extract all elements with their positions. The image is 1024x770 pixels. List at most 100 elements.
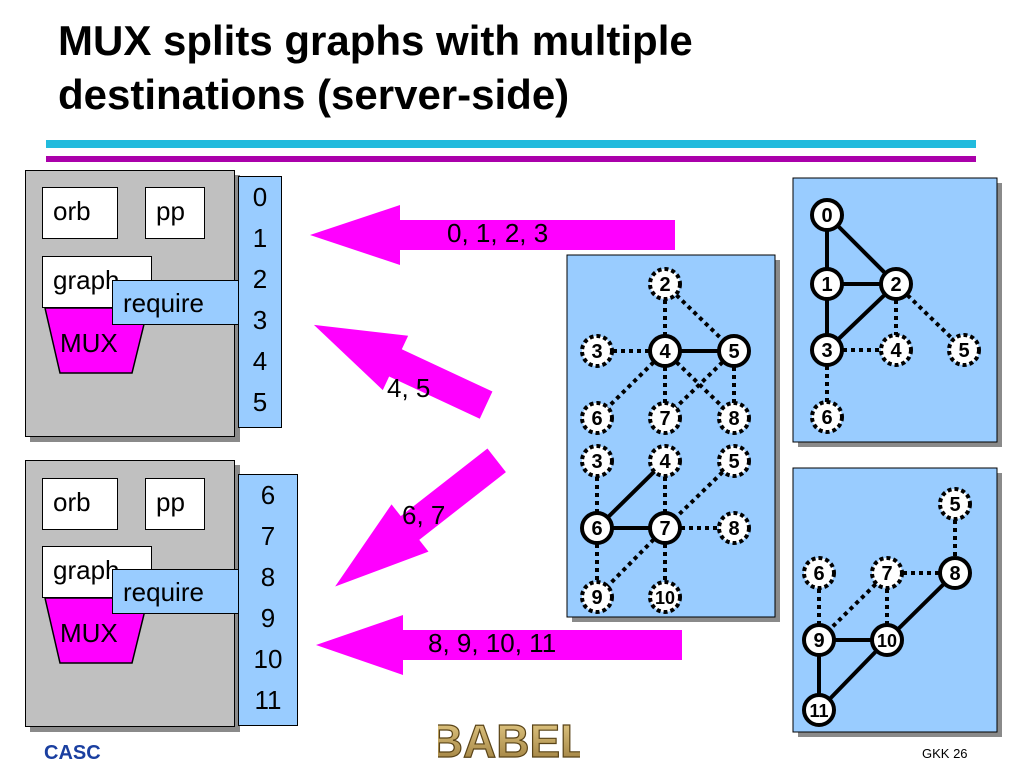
arrow-label: 0, 1, 2, 3 — [447, 218, 549, 248]
graph-node — [938, 487, 972, 521]
graph-node-label: 7 — [881, 563, 892, 585]
mux-label: MUX — [60, 618, 118, 648]
graph-node-label: 9 — [591, 587, 602, 609]
id-number: 1 — [252, 223, 268, 253]
graph-node-label: 5 — [728, 451, 739, 473]
id-column-top: 0 1 2 3 4 5 — [238, 176, 282, 428]
graph-node-label: 11 — [809, 701, 828, 721]
graph-node — [802, 693, 836, 727]
babel-logo: BABEL — [429, 713, 589, 767]
graph-node — [580, 511, 614, 545]
top-right-graph-nodes: 0 1 2 3 4 5 6 — [810, 198, 981, 434]
graph-node — [717, 334, 751, 368]
id-number: 5 — [252, 387, 268, 417]
graph-node — [580, 401, 614, 435]
arrow-label: 4, 5 — [387, 373, 431, 403]
graph-node-label: 4 — [890, 340, 902, 362]
id-number: 8 — [260, 562, 276, 592]
arrow-6-7 — [335, 448, 506, 587]
babel-logo-graphic: BABEL — [429, 714, 589, 767]
id-number: 7 — [260, 521, 276, 551]
bottom-right-graph-nodes: 5 6 7 8 9 10 11 — [802, 487, 972, 727]
id-column-bottom: 6 7 8 9 10 11 — [238, 474, 298, 726]
graph-node-label: 4 — [659, 451, 671, 473]
graph-node — [648, 580, 682, 614]
graph-node — [580, 444, 614, 478]
graph-node-label: 6 — [591, 408, 602, 430]
middle-graph-nodes: 2 3 4 5 6 7 8 3 4 5 6 7 8 9 10 — [580, 267, 751, 614]
slide-title: MUX splits graphs with multiple destinat… — [58, 14, 998, 122]
arrow-4-5 — [313, 324, 493, 419]
pp-box: pp — [145, 187, 205, 239]
graph-node — [648, 511, 682, 545]
footer-left-label: CASC — [44, 742, 101, 764]
graph-node — [810, 333, 844, 367]
orb-box: orb — [42, 478, 118, 530]
graph-node — [870, 556, 904, 590]
require-box: require — [112, 569, 240, 614]
graph-node — [810, 198, 844, 232]
graph-node — [648, 334, 682, 368]
graph-node — [802, 556, 836, 590]
graph-node-label: 1 — [821, 274, 832, 296]
graph-node — [717, 511, 751, 545]
graph-node-label: 7 — [659, 518, 670, 540]
graph-node-label: 8 — [949, 563, 960, 585]
graph-node-label: 6 — [821, 407, 832, 429]
graph-node-label: 4 — [659, 341, 671, 363]
id-number: 11 — [254, 685, 282, 715]
graph-node — [947, 333, 981, 367]
graph-node — [648, 444, 682, 478]
pp-box: pp — [145, 478, 205, 530]
id-number: 9 — [260, 603, 276, 633]
graph-node-label: 9 — [813, 630, 824, 652]
graph-node-label: 3 — [821, 340, 832, 362]
graph-node-label: 5 — [949, 494, 960, 516]
id-number: 2 — [252, 264, 268, 294]
middle-graph-panel: 2 3 4 5 6 7 8 3 4 5 6 7 8 9 10 — [566, 254, 780, 622]
id-number: 10 — [253, 644, 283, 674]
graph-node-label: 6 — [813, 563, 824, 585]
graph-node-label: 5 — [958, 340, 969, 362]
id-number: 4 — [252, 346, 268, 376]
graph-node — [879, 333, 913, 367]
mux-label: MUX — [60, 328, 118, 358]
graph-node-label: 7 — [659, 408, 670, 430]
graph-node-label: 8 — [728, 518, 739, 540]
graph-node-label: 2 — [659, 274, 670, 296]
graph-node-label: 8 — [728, 408, 739, 430]
graph-node-label: 3 — [591, 341, 602, 363]
graph-node-label: 5 — [728, 341, 739, 363]
graph-node-label: 10 — [877, 631, 897, 651]
arrow-0-1-2-3 — [310, 205, 675, 265]
title-underline-magenta — [46, 156, 976, 162]
require-box: require — [112, 280, 240, 325]
graph-node — [648, 267, 682, 301]
graph-node-label: 10 — [655, 588, 675, 608]
graph-node-label: 3 — [591, 451, 602, 473]
graph-node — [870, 623, 904, 657]
graph-node-label: 6 — [591, 518, 602, 540]
arrow-label: 6, 7 — [402, 500, 446, 530]
top-right-graph-panel: 0 1 2 3 4 5 6 — [792, 177, 1002, 447]
babel-logo-text: BABEL — [438, 715, 580, 765]
footer-right-label: GKK 26 — [922, 746, 968, 761]
title-line-1: MUX splits graphs with multiple — [58, 17, 693, 64]
graph-node — [802, 623, 836, 657]
graph-node — [879, 267, 913, 301]
orb-box: orb — [42, 187, 118, 239]
id-number: 6 — [260, 480, 276, 510]
graph-node — [938, 556, 972, 590]
title-line-2: destinations (server-side) — [58, 71, 570, 118]
graph-node — [648, 401, 682, 435]
graph-node-label: 2 — [890, 274, 901, 296]
bottom-right-graph-panel: 5 6 7 8 9 10 11 — [792, 467, 1002, 737]
graph-node — [810, 267, 844, 301]
arrow-8-9-10-11 — [316, 615, 682, 675]
graph-node — [717, 444, 751, 478]
graph-node-label: 0 — [821, 205, 832, 227]
title-underline-cyan — [46, 140, 976, 148]
graph-node — [580, 334, 614, 368]
graph-node — [580, 580, 614, 614]
